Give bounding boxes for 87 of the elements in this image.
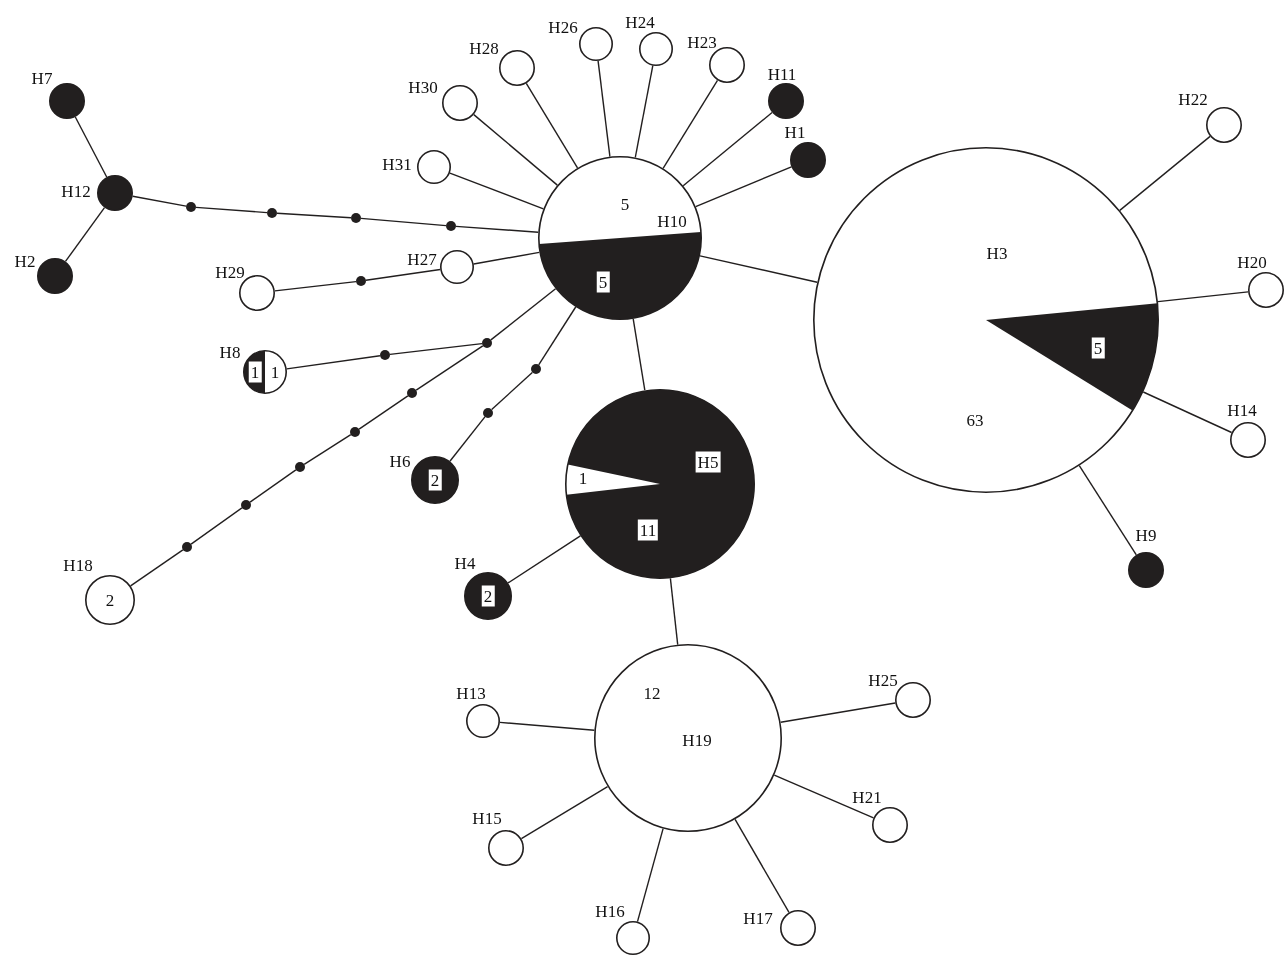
- node-label: H20: [1237, 253, 1267, 271]
- connector-line: [499, 721, 595, 731]
- connector-line: [190, 507, 243, 545]
- node-label: H31: [382, 155, 412, 173]
- node-label: H21: [852, 788, 882, 806]
- node-label: H9: [1135, 526, 1157, 544]
- node-label: H13: [456, 684, 486, 702]
- connector-line: [773, 774, 875, 819]
- connector-line: [64, 206, 106, 263]
- node-label: H29: [215, 263, 245, 281]
- node-label: H10: [657, 212, 687, 230]
- node-label: H28: [469, 39, 499, 57]
- connector-line: [507, 535, 582, 584]
- node-label: H17: [743, 909, 773, 927]
- node-label: H8: [219, 343, 241, 361]
- node-label: 1: [248, 361, 262, 383]
- node-label: H2: [14, 252, 36, 270]
- node-label: H18: [63, 556, 93, 574]
- connector-line: [695, 166, 793, 208]
- node-label: 11: [637, 519, 659, 541]
- node-label: 5: [1091, 337, 1105, 359]
- node-label: H27: [407, 250, 437, 268]
- node-label: H19: [682, 731, 712, 749]
- node-label: H30: [408, 78, 438, 96]
- node-label: 5: [620, 195, 630, 213]
- connector-line: [449, 416, 486, 462]
- node-label: 12: [643, 684, 661, 702]
- connector-line: [636, 827, 664, 923]
- connector-line: [780, 702, 896, 723]
- connector-line: [662, 79, 719, 169]
- connector-line: [455, 225, 539, 233]
- connector-line: [597, 60, 611, 158]
- node-label: 2: [105, 591, 115, 609]
- node-label: H1: [784, 123, 806, 141]
- connector-line: [286, 355, 381, 370]
- connector-line: [634, 65, 654, 159]
- connector-line: [491, 371, 533, 411]
- connector-line: [415, 345, 484, 391]
- node-label: H15: [472, 809, 502, 827]
- node-label: H6: [389, 452, 411, 470]
- connector-line: [473, 251, 540, 265]
- connector-line: [520, 785, 609, 840]
- node-label: H3: [986, 244, 1008, 262]
- connector-line: [132, 195, 187, 207]
- connector-line: [129, 549, 184, 587]
- node-label: 1: [270, 363, 280, 381]
- connector-line: [682, 111, 773, 187]
- node-label: H25: [868, 671, 898, 689]
- connector-line: [632, 318, 646, 391]
- node-label: H7: [31, 69, 53, 87]
- connector-line: [276, 212, 352, 219]
- node-label: H14: [1227, 401, 1257, 419]
- node-label: H23: [687, 33, 717, 51]
- connector-line: [249, 469, 297, 503]
- connector-line: [1119, 135, 1211, 212]
- node-label: 63: [966, 411, 984, 429]
- connector-line: [525, 82, 579, 169]
- connector-line: [195, 206, 268, 214]
- connector-line: [1078, 465, 1137, 556]
- connector-line: [358, 395, 409, 430]
- connector-line: [490, 288, 557, 341]
- node-label: H5: [695, 451, 721, 473]
- connector-line: [74, 116, 108, 178]
- node-label: H24: [625, 13, 655, 31]
- connector-line: [1157, 291, 1249, 303]
- connector-line: [303, 434, 352, 465]
- connector-line: [449, 172, 545, 210]
- node-label: 1: [578, 469, 588, 487]
- node-label: H4: [454, 554, 476, 572]
- connector-line: [274, 280, 357, 292]
- node-label: 5: [596, 271, 610, 293]
- connector-line: [365, 268, 441, 281]
- connector-line: [734, 818, 790, 914]
- connector-line: [473, 113, 558, 186]
- connector-line: [360, 217, 447, 227]
- node-label: H12: [61, 182, 91, 200]
- node-label: 2: [481, 585, 495, 607]
- connector-line: [389, 342, 483, 356]
- connector-line: [669, 577, 679, 646]
- node-label: H11: [767, 65, 797, 83]
- connector-line: [699, 255, 818, 283]
- node-label: H16: [595, 902, 625, 920]
- node-label: 2: [428, 469, 442, 491]
- node-label: H22: [1178, 90, 1208, 108]
- connector-line: [1142, 391, 1233, 434]
- node-label: H26: [548, 18, 578, 36]
- connector-line: [538, 306, 577, 366]
